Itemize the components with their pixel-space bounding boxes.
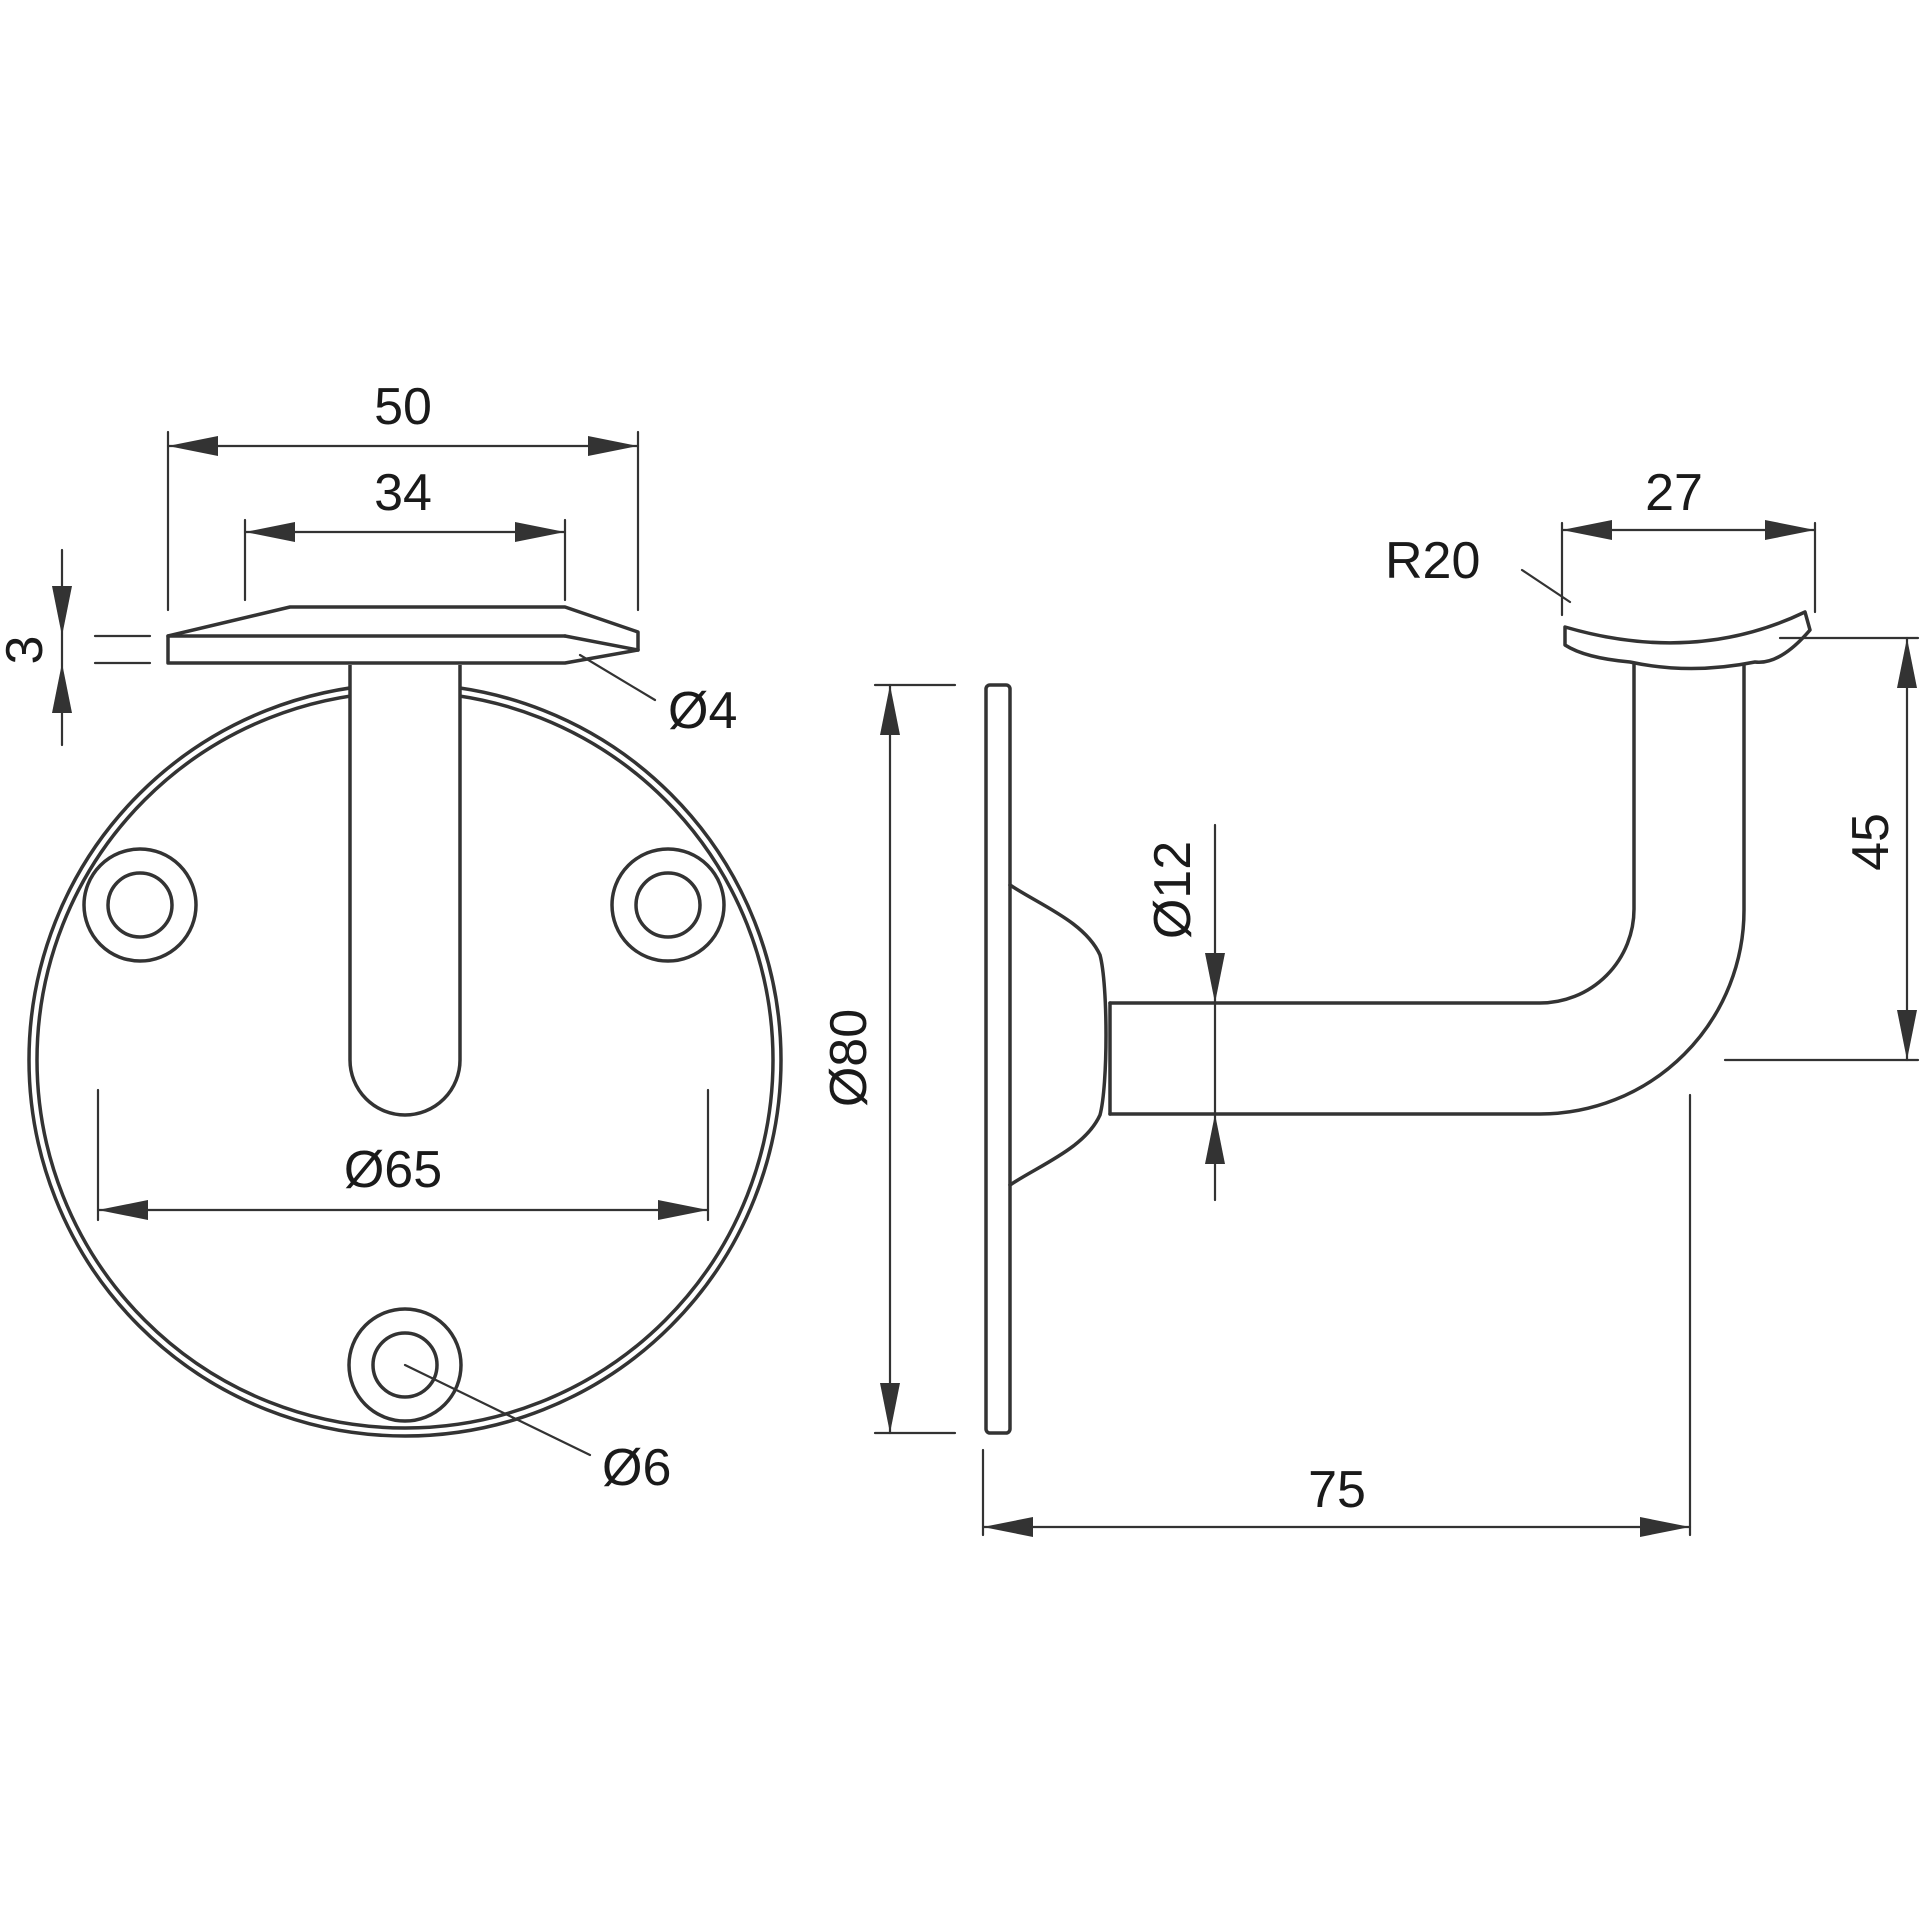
dim-o65-label: Ø65 [344,1141,442,1199]
wall-plate [984,683,1012,1435]
front-view: 50 34 3 Ø4 Ø65 Ø6 [0,378,783,1497]
dim-45-label: 45 [1842,813,1900,871]
bracket-stem [348,665,462,1117]
dim-r20-label: R20 [1385,532,1480,590]
dim-27-label: 27 [1645,464,1703,522]
dim-3-label: 3 [0,636,54,665]
mounting-hole-right [610,847,726,963]
flange-rosette [1008,883,1108,1187]
dim-75-label: 75 [1308,1461,1366,1519]
dim-o12-label: Ø12 [1144,841,1202,939]
dim-o80-label: Ø80 [820,1009,878,1107]
dim-50-label: 50 [374,378,432,436]
dim-o6-label: Ø6 [602,1439,671,1497]
saddle-side [1563,610,1812,671]
mounting-hole-bottom [347,1307,463,1423]
side-view: Ø80 Ø12 75 27 R20 45 [820,464,1920,1537]
bracket-arm [1108,660,1636,1005]
dim-34-label: 34 [374,464,432,522]
dim-o4-label: Ø4 [668,682,737,740]
mounting-hole-left [82,847,198,963]
